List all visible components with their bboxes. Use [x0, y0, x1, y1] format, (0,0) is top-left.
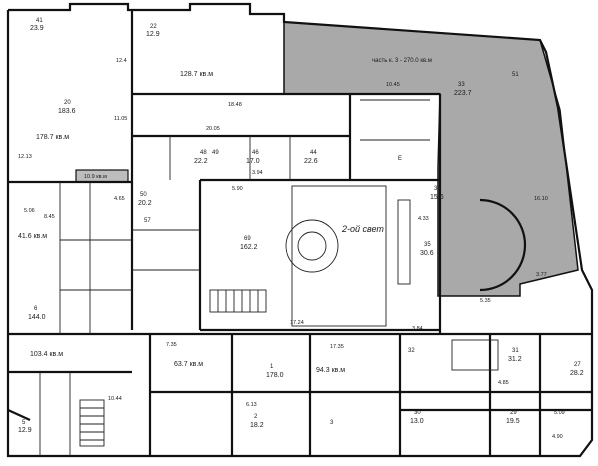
dimension-label: 5.06: [24, 208, 35, 214]
room-number: 41: [36, 18, 43, 24]
dimension-label: 17.35: [330, 344, 344, 350]
room-number: 30: [414, 410, 421, 416]
room-area: 144.0: [28, 314, 46, 321]
room-number: E: [398, 156, 402, 162]
room-area: 223.7: [454, 90, 472, 97]
dimension-label: 10.45: [386, 82, 400, 88]
room-area: 12.9: [18, 427, 32, 434]
room-number: 48: [200, 150, 207, 156]
room-number: 22: [150, 24, 157, 30]
room-area: 41.6 кв.м: [18, 233, 47, 240]
room-number: 33: [434, 186, 441, 192]
room-number: 44: [310, 150, 317, 156]
room-area: 30.6: [420, 250, 434, 257]
room-area: 28.2: [570, 370, 584, 377]
room-number: 49: [212, 150, 219, 156]
dimension-label: 8.45: [44, 214, 55, 220]
shaded-area-label: часть к. 3 - 270.0 кв.м: [372, 58, 432, 64]
room-area: 103.4 кв.м: [30, 351, 63, 358]
room-area: 63.7 кв.м: [174, 361, 203, 368]
outer-walls: [6, 2, 594, 458]
room-number: 2: [254, 414, 258, 420]
interior-walls: [8, 10, 592, 456]
room-area: 178.0: [266, 372, 284, 379]
room-number: 33: [458, 82, 465, 88]
dimension-label: 3.94: [252, 170, 263, 176]
atrium-label: 2-ой свет: [341, 224, 384, 234]
room-number: 51: [512, 72, 519, 78]
dimension-label: 3.77: [536, 272, 547, 278]
room-number: 32: [408, 348, 415, 354]
room-number: 3: [330, 420, 334, 426]
room-area: 183.6: [58, 108, 76, 115]
room-area: 13.0: [410, 418, 424, 425]
dimension-label: 4.85: [498, 380, 509, 386]
room-area: 19.5: [506, 418, 520, 425]
dimension-label: 4.90: [552, 434, 563, 440]
dimension-label: 10.44: [108, 396, 122, 402]
dimension-label: 12.4: [116, 58, 127, 64]
room-number: 46: [252, 150, 259, 156]
room-number: 27: [574, 362, 581, 368]
room-number: 1: [270, 364, 274, 370]
room-number: 57: [144, 218, 151, 224]
room-area: 94.3 кв.м: [316, 367, 345, 374]
dimension-label: 3.84: [412, 326, 423, 332]
room-area: 178.7 кв.м: [36, 134, 69, 141]
room-area: 15.6: [430, 194, 444, 201]
dimension-label: 6.13: [246, 402, 257, 408]
room-number: 6: [34, 306, 38, 312]
dimension-labels: 18.48 20.05 11.05 12.4 3.94 5.90 17.24 1…: [18, 58, 565, 440]
dimension-label: 4.65: [114, 196, 125, 202]
room-area: 128.7 кв.м: [180, 71, 213, 78]
dimension-label: 4.33: [418, 216, 429, 222]
room-area: 10.9 кв.м: [84, 174, 107, 180]
room-labels: 41 23.9 22 12.9 128.7 кв.м 20 183.6 178.…: [18, 18, 584, 434]
room-area: 17.0: [246, 158, 260, 165]
room-number: 29: [510, 410, 517, 416]
dimension-label: 5.90: [232, 186, 243, 192]
room-number: 20: [64, 100, 71, 106]
dimension-label: 11.05: [114, 116, 127, 122]
room-area: 20.2: [138, 200, 152, 207]
room-number: 5: [22, 420, 26, 426]
room-area: 18.2: [250, 422, 264, 429]
dimension-label: 5.35: [480, 298, 491, 304]
dimension-label: 17.24: [290, 320, 304, 326]
dimension-label: 5.09: [554, 410, 565, 416]
stairs: [79, 289, 499, 447]
room-number: 50: [140, 192, 147, 198]
atrium: [285, 185, 527, 327]
room-area: 23.9: [30, 25, 44, 32]
room-area: 22.2: [194, 158, 208, 165]
room-number: 35: [424, 242, 431, 248]
room-number: 69: [244, 236, 251, 242]
room-area: 31.2: [508, 356, 522, 363]
room-number: 31: [512, 348, 519, 354]
room-area: 22.6: [304, 158, 318, 165]
room-area: 162.2: [240, 244, 258, 251]
room-area: 12.9: [146, 31, 160, 38]
dimension-label: 18.48: [228, 102, 242, 108]
dimension-label: 16.10: [534, 196, 548, 202]
dimension-label: 7.35: [166, 342, 177, 348]
dimension-label: 12.13: [18, 154, 32, 160]
dimension-label: 20.05: [206, 126, 220, 132]
